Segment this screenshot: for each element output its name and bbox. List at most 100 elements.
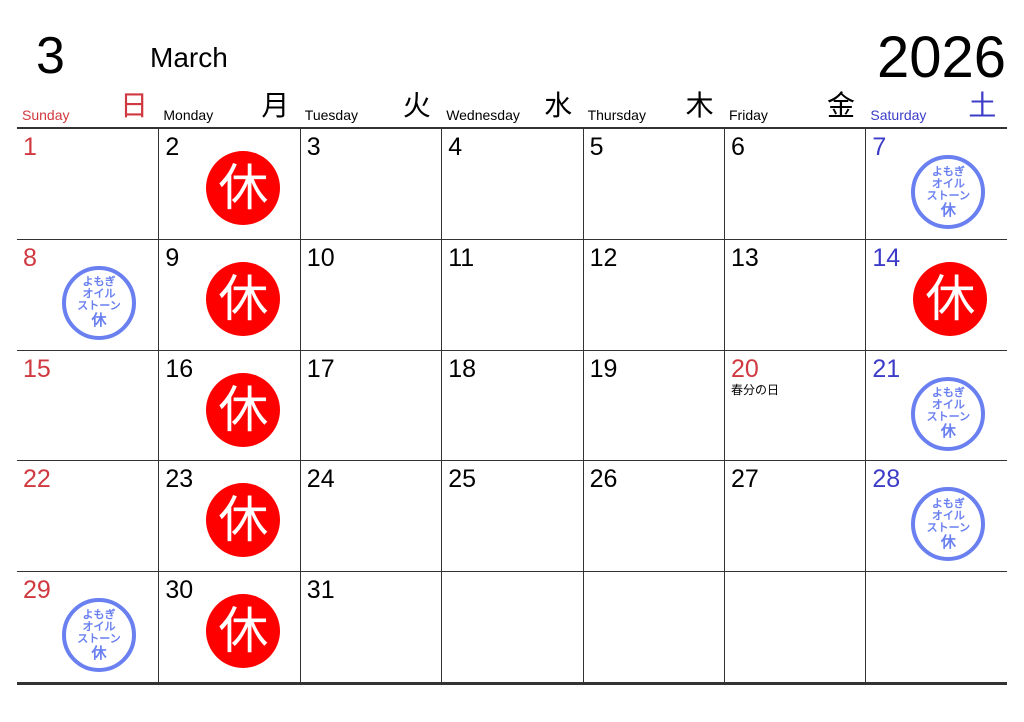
day-cell[interactable]: 22 bbox=[17, 461, 159, 573]
day-cell[interactable] bbox=[441, 572, 583, 683]
yomogi-stone-closed-stamp-icon: よもぎオイルストーン休 bbox=[911, 155, 986, 229]
day-number: 1 bbox=[23, 133, 37, 161]
day-number: 12 bbox=[589, 243, 618, 272]
day-number: 30 bbox=[165, 576, 194, 605]
closed-day-icon: 休 bbox=[913, 261, 988, 336]
closed-day-icon: 休 bbox=[206, 261, 281, 336]
day-cell[interactable]: 28 よもぎオイルストーン休 bbox=[865, 461, 1007, 573]
day-cell[interactable] bbox=[582, 572, 724, 683]
month-number: 3 bbox=[36, 27, 65, 85]
day-cell[interactable]: 23 休 bbox=[158, 461, 300, 573]
day-number: 5 bbox=[589, 133, 604, 161]
weekday-jp: 日 bbox=[119, 89, 148, 122]
yomogi-stone-closed-stamp-icon: よもぎオイルストーン休 bbox=[911, 487, 986, 562]
day-number: 27 bbox=[731, 465, 759, 494]
weekday-jp: 水 bbox=[544, 89, 573, 122]
holiday-name: 春分の日 bbox=[731, 382, 780, 397]
weekday-header-sunday: Sunday 日 bbox=[17, 89, 158, 126]
closed-day-icon: 休 bbox=[206, 372, 281, 447]
closed-day-icon: 休 bbox=[206, 151, 281, 225]
day-cell[interactable]: 11 bbox=[441, 239, 583, 351]
day-number: 8 bbox=[23, 243, 37, 272]
day-number: 2 bbox=[165, 133, 180, 161]
day-cell[interactable]: 17 bbox=[299, 350, 442, 462]
weekday-en: Saturday bbox=[870, 107, 927, 123]
day-cell[interactable]: 27 bbox=[724, 461, 866, 573]
weekday-jp: 木 bbox=[685, 89, 714, 122]
day-number: 14 bbox=[872, 243, 901, 272]
weekday-en: Friday bbox=[729, 107, 768, 123]
weekday-header-thursday: Thursday 木 bbox=[583, 89, 724, 126]
day-cell[interactable]: 3 bbox=[299, 129, 442, 240]
day-number: 20 bbox=[731, 354, 759, 383]
day-cell[interactable]: 29 よもぎオイルストーン休 bbox=[17, 572, 159, 683]
day-cell[interactable]: 30 休 bbox=[158, 572, 300, 683]
day-cell[interactable] bbox=[724, 572, 866, 683]
day-number: 3 bbox=[306, 133, 321, 161]
closed-day-icon: 休 bbox=[206, 594, 281, 669]
day-cell[interactable]: 25 bbox=[441, 461, 583, 573]
day-cell[interactable] bbox=[865, 572, 1007, 683]
day-number: 16 bbox=[165, 354, 194, 383]
day-number: 28 bbox=[872, 465, 901, 494]
day-number: 25 bbox=[448, 465, 476, 494]
day-cell[interactable]: 13 bbox=[724, 239, 866, 351]
day-cell[interactable]: 19 bbox=[582, 350, 724, 462]
weekday-en: Monday bbox=[163, 107, 214, 123]
day-number: 4 bbox=[448, 133, 463, 161]
weekday-jp: 金 bbox=[826, 89, 855, 122]
day-cell[interactable]: 31 bbox=[299, 572, 442, 683]
day-number: 22 bbox=[23, 465, 51, 494]
yomogi-stone-closed-stamp-icon: よもぎオイルストーン休 bbox=[911, 376, 986, 451]
day-cell[interactable]: 6 bbox=[724, 129, 866, 240]
weekday-header-wednesday: Wednesday 水 bbox=[441, 89, 582, 126]
day-number: 15 bbox=[23, 354, 51, 383]
day-cell[interactable]: 26 bbox=[582, 461, 724, 573]
day-cell[interactable]: 7 よもぎオイルストーン休 bbox=[865, 129, 1007, 240]
day-cell[interactable]: 1 bbox=[17, 129, 159, 240]
closed-day-icon: 休 bbox=[206, 483, 281, 558]
day-number: 21 bbox=[872, 354, 901, 383]
day-number: 7 bbox=[872, 133, 887, 161]
day-number: 6 bbox=[731, 133, 745, 161]
day-cell[interactable]: 18 bbox=[441, 350, 583, 462]
weekday-jp: 火 bbox=[402, 89, 431, 122]
day-number: 24 bbox=[306, 465, 335, 494]
day-cell[interactable]: 14 休 bbox=[865, 239, 1007, 351]
day-cell[interactable]: 24 bbox=[299, 461, 442, 573]
weekday-jp: 土 bbox=[968, 89, 997, 122]
weekday-header-friday: Friday 金 bbox=[724, 89, 865, 126]
day-number: 18 bbox=[448, 354, 476, 383]
day-cell[interactable]: 16 休 bbox=[158, 350, 300, 462]
day-cell[interactable]: 10 bbox=[299, 239, 442, 351]
day-number: 26 bbox=[589, 465, 618, 494]
year: 2026 bbox=[876, 25, 1006, 90]
yomogi-stone-closed-stamp-icon: よもぎオイルストーン休 bbox=[62, 598, 136, 673]
day-number: 19 bbox=[589, 354, 618, 383]
weekday-en: Wednesday bbox=[446, 107, 520, 123]
day-cell[interactable]: 4 bbox=[441, 129, 583, 240]
day-number: 23 bbox=[165, 465, 194, 494]
yomogi-stone-closed-stamp-icon: よもぎオイルストーン休 bbox=[62, 265, 136, 340]
weekday-header-saturday: Saturday 土 bbox=[865, 89, 1006, 126]
day-number: 10 bbox=[306, 243, 335, 272]
day-cell[interactable]: 21 よもぎオイルストーン休 bbox=[865, 350, 1007, 462]
weekday-en: Sunday bbox=[22, 107, 70, 123]
month-name: March bbox=[150, 42, 228, 73]
day-number: 11 bbox=[448, 243, 475, 272]
day-number: 31 bbox=[306, 576, 335, 605]
day-cell[interactable]: 15 bbox=[17, 351, 159, 462]
day-cell[interactable]: 5 bbox=[582, 129, 724, 240]
day-cell[interactable]: 12 bbox=[582, 239, 724, 351]
weekday-en: Thursday bbox=[587, 107, 646, 123]
day-number: 17 bbox=[306, 354, 335, 383]
weekday-header-tuesday: Tuesday 火 bbox=[300, 89, 441, 126]
weekday-en: Tuesday bbox=[304, 107, 358, 123]
day-number: 29 bbox=[23, 576, 51, 605]
day-cell[interactable]: 8 よもぎオイルストーン休 bbox=[17, 240, 159, 351]
